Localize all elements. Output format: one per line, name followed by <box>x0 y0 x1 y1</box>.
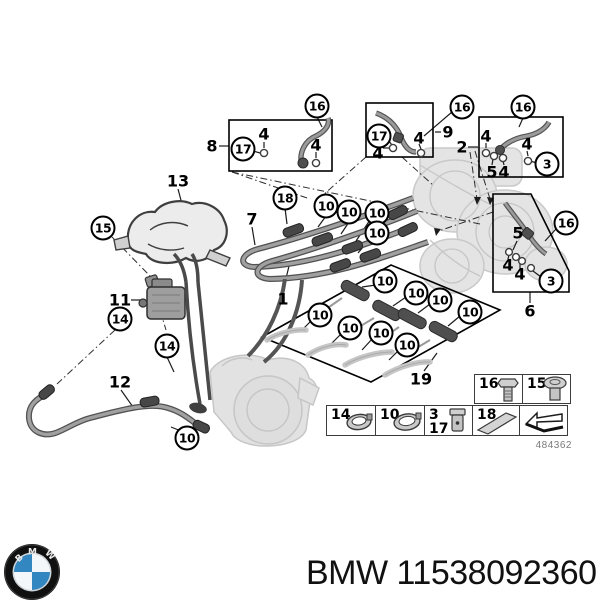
label-4: 4 <box>514 264 526 284</box>
label-4: 4 <box>413 128 425 148</box>
gasket-strip-icon <box>476 412 518 435</box>
callout-10: 10 <box>336 199 362 225</box>
label-4: 4 <box>310 135 322 155</box>
box-part-9 <box>365 102 434 158</box>
logo-quadrant-white <box>32 554 50 572</box>
callout-10: 10 <box>457 299 483 325</box>
label-1: 1 <box>277 289 289 309</box>
callout-3: 3 <box>534 151 560 177</box>
callout-16: 16 <box>553 210 579 236</box>
callout-10: 10 <box>403 280 429 306</box>
pan-head-screw-icon <box>543 376 567 401</box>
legend-label: 18 <box>477 407 497 423</box>
callout-16: 16 <box>510 94 536 120</box>
legend-cell-14: 14 <box>326 405 376 436</box>
bmw-logo: B M W <box>4 544 60 600</box>
part-number-line: BMW 11538092360 <box>306 554 597 593</box>
kit-hoses-outline <box>266 329 431 376</box>
legend-label: 14 <box>331 407 351 423</box>
diagram-reference-code: 484362 <box>535 440 572 451</box>
callout-10: 10 <box>364 220 390 246</box>
direction-arrow-icon <box>524 411 564 433</box>
callout-17: 17 <box>366 123 392 149</box>
brand-name: BMW <box>306 554 388 592</box>
label-19: 19 <box>409 369 433 389</box>
kit-sleeves-art <box>340 279 458 343</box>
callout-10: 10 <box>372 268 398 294</box>
hose-12-art <box>25 384 211 438</box>
label-4: 4 <box>498 162 510 182</box>
bracket-13-art <box>113 200 231 267</box>
pump-feed-hoses-art <box>172 252 212 405</box>
hose-clamp-icon <box>346 413 373 431</box>
legend-cell-3-17: 3 17 <box>425 405 473 437</box>
box-part-8 <box>228 119 333 172</box>
legend-label: 3 <box>429 407 439 423</box>
label-7: 7 <box>246 209 258 229</box>
legend-cell-10: 10 <box>376 405 425 436</box>
callout-15: 15 <box>90 215 116 241</box>
callout-16: 16 <box>449 94 475 120</box>
callout-10: 10 <box>307 302 333 328</box>
label-8: 8 <box>206 136 218 156</box>
label-5: 5 <box>512 223 524 243</box>
logo-quadrant-blue <box>14 554 32 572</box>
callout-14: 14 <box>107 306 133 332</box>
callout-3: 3 <box>538 268 564 294</box>
label-12: 12 <box>108 372 132 392</box>
legend-cell-15: 15 <box>523 374 571 404</box>
legend-table-upper: 16 15 <box>474 374 571 404</box>
callout-14: 14 <box>154 333 180 359</box>
callout-10: 10 <box>427 287 453 313</box>
label-6: 6 <box>524 301 536 321</box>
callout-10: 10 <box>337 315 363 341</box>
pipe-details <box>297 110 552 257</box>
sealing-rings <box>259 143 536 273</box>
legend-label: 16 <box>479 376 499 392</box>
box-part-6 <box>492 193 570 293</box>
leader-arrowheads <box>434 197 494 236</box>
water-pump-art <box>209 354 320 447</box>
callout-10: 10 <box>394 332 420 358</box>
hose-clamp-large-icon <box>393 412 422 431</box>
callout-16: 16 <box>304 93 330 119</box>
label-2: 2 <box>456 137 468 157</box>
legend-cell-arrow <box>520 405 568 436</box>
valve-11-art <box>138 278 186 320</box>
callout-10: 10 <box>313 193 339 219</box>
logo-letter-m: M <box>28 548 37 558</box>
label-11: 11 <box>108 290 132 310</box>
label-13: 13 <box>166 171 190 191</box>
legend-label: 10 <box>380 407 400 423</box>
callout-17: 17 <box>230 136 256 162</box>
legend-label-2: 17 <box>429 421 449 437</box>
legend-cell-18: 18 <box>473 405 520 436</box>
hose-fittings <box>282 205 418 273</box>
hose-1-art <box>246 208 429 364</box>
banjo-bolt-icon <box>449 408 466 432</box>
logo-quadrant-blue <box>32 572 50 590</box>
logo-quadrant-white <box>14 572 32 590</box>
label-4: 4 <box>372 143 384 163</box>
part-number: 11538092360 <box>396 554 597 592</box>
label-4: 4 <box>258 124 270 144</box>
callout-10: 10 <box>368 320 394 346</box>
pump-fitting-art <box>189 402 207 414</box>
label-5: 5 <box>486 162 498 182</box>
label-4: 4 <box>521 134 533 154</box>
callout-10: 10 <box>174 425 200 451</box>
legend-cell-16: 16 <box>474 374 523 404</box>
flange-bolt-icon <box>497 378 519 402</box>
label-4: 4 <box>502 255 514 275</box>
callout-18: 18 <box>272 185 298 211</box>
label-4: 4 <box>480 126 492 146</box>
legend-table-lower: 14 10 3 17 18 <box>326 405 568 437</box>
legend-label: 15 <box>527 376 547 392</box>
label-9: 9 <box>442 122 454 142</box>
